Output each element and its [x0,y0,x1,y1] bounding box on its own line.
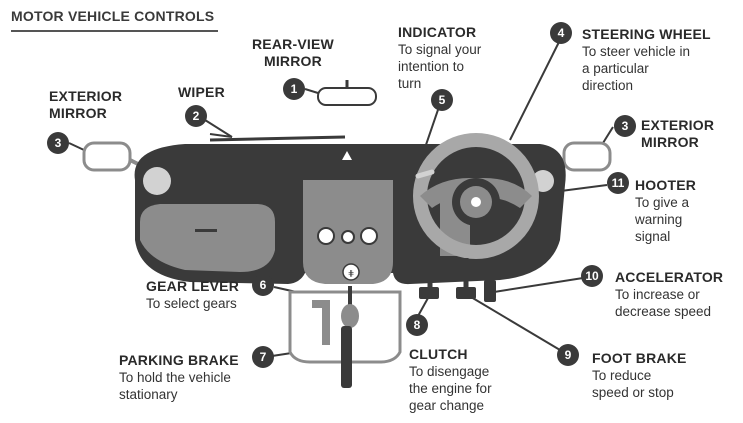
badge-rear-view-mirror: 1 [283,78,305,100]
label-desc: To signal your [398,42,482,57]
indicator-stalk [415,169,435,179]
badge-clutch: 8 [406,314,428,336]
label-desc: stationary [119,387,178,402]
hazard-button [342,151,352,160]
badge-accelerator: 10 [581,265,603,287]
badge-hooter: 11 [607,172,629,194]
label-desc: To increase or [615,287,700,302]
badge-parking-brake: 7 [252,346,274,368]
label-parking-brake: PARKING BRAKE To hold the vehicle statio… [119,352,239,403]
label-title: GEAR LEVER [146,278,240,294]
label-steering-wheel: STEERING WHEEL To steer vehicle in a par… [582,26,711,94]
label-desc: gear change [409,398,485,413]
label-exterior-mirror-left: EXTERIOR MIRROR [49,88,122,122]
label-desc: the engine for [409,381,492,396]
leader-4 [509,39,561,141]
svg-text:⋕: ⋕ [348,269,355,278]
label-title: MIRROR [49,105,107,121]
title-underline [11,30,218,32]
tunnel-slot [312,300,330,345]
label-title: MIRROR [641,134,699,150]
clutch-pedal [419,287,439,299]
label-desc: To give a [635,195,690,210]
label-accelerator: ACCELERATOR To increase or decrease spee… [615,269,723,320]
pedals [419,258,496,302]
badge-foot-brake: 9 [557,344,579,366]
label-title: FOOT BRAKE [592,350,687,366]
label-desc: To hold the vehicle [119,370,231,385]
leader-3-left [68,142,85,151]
label-exterior-mirror-right: EXTERIOR MIRROR [641,117,714,151]
label-title: PARKING BRAKE [119,352,239,368]
label-title: STEERING WHEEL [582,26,711,42]
label-desc: warning [635,212,683,227]
diagram-title: MOTOR VEHICLE CONTROLS [11,8,215,24]
foot-brake-pedal [456,287,476,299]
leader-9 [470,296,561,351]
label-foot-brake: FOOT BRAKE To reduce speed or stop [592,350,687,401]
label-title: ACCELERATOR [615,269,724,285]
badge-exterior-mirror-right: 3 [614,115,636,137]
accelerator-pedal [484,280,496,302]
label-desc: decrease speed [615,304,712,319]
rear-view-mirror [317,80,377,106]
badge-indicator: 5 [431,89,453,111]
label-desc: a particular [582,61,649,76]
label-desc: speed or stop [592,385,674,400]
label-desc: turn [398,76,422,91]
label-desc: To select gears [146,296,237,311]
glovebox [140,204,275,272]
label-desc: To steer vehicle in [582,44,691,59]
label-hooter: HOOTER To give a warning signal [635,177,696,245]
label-desc: direction [582,78,634,93]
leader-8 [417,297,429,317]
badge-wiper: 2 [185,105,207,127]
leader-2 [204,119,233,138]
glovebox-handle [195,229,217,232]
gear-knob [341,304,359,328]
badge-gear-lever: 6 [252,274,274,296]
leader-10 [493,277,584,293]
left-vent [143,167,171,195]
wiper [209,135,346,142]
label-title: CLUTCH [409,346,468,362]
label-title: MIRROR [263,53,322,69]
label-desc: intention to [398,59,465,74]
gear-pattern-knob [342,263,360,281]
wiper-arm [209,133,233,138]
label-gear-lever: GEAR LEVER To select gears [146,278,239,312]
badge-steering-wheel: 4 [550,22,572,44]
console-knobs [317,227,378,245]
label-title: WIPER [178,84,225,100]
label-rear-view-mirror: REAR-VIEW MIRROR [252,36,334,70]
label-desc: To reduce [592,368,652,383]
parking-brake-lever [341,326,352,388]
label-title: HOOTER [635,177,697,193]
label-wiper: WIPER [178,84,225,101]
badge-exterior-mirror-left: 3 [47,132,69,154]
label-clutch: CLUTCH To disengage the engine for gear … [409,346,492,414]
label-desc: To disengage [409,364,490,379]
label-title: REAR-VIEW [252,36,334,52]
label-indicator: INDICATOR To signal your intention to tu… [398,24,481,92]
label-title: EXTERIOR [641,117,715,133]
leader-1 [304,88,319,94]
label-title: INDICATOR [398,24,477,40]
label-desc: signal [635,229,671,244]
label-title: EXTERIOR [49,88,123,104]
